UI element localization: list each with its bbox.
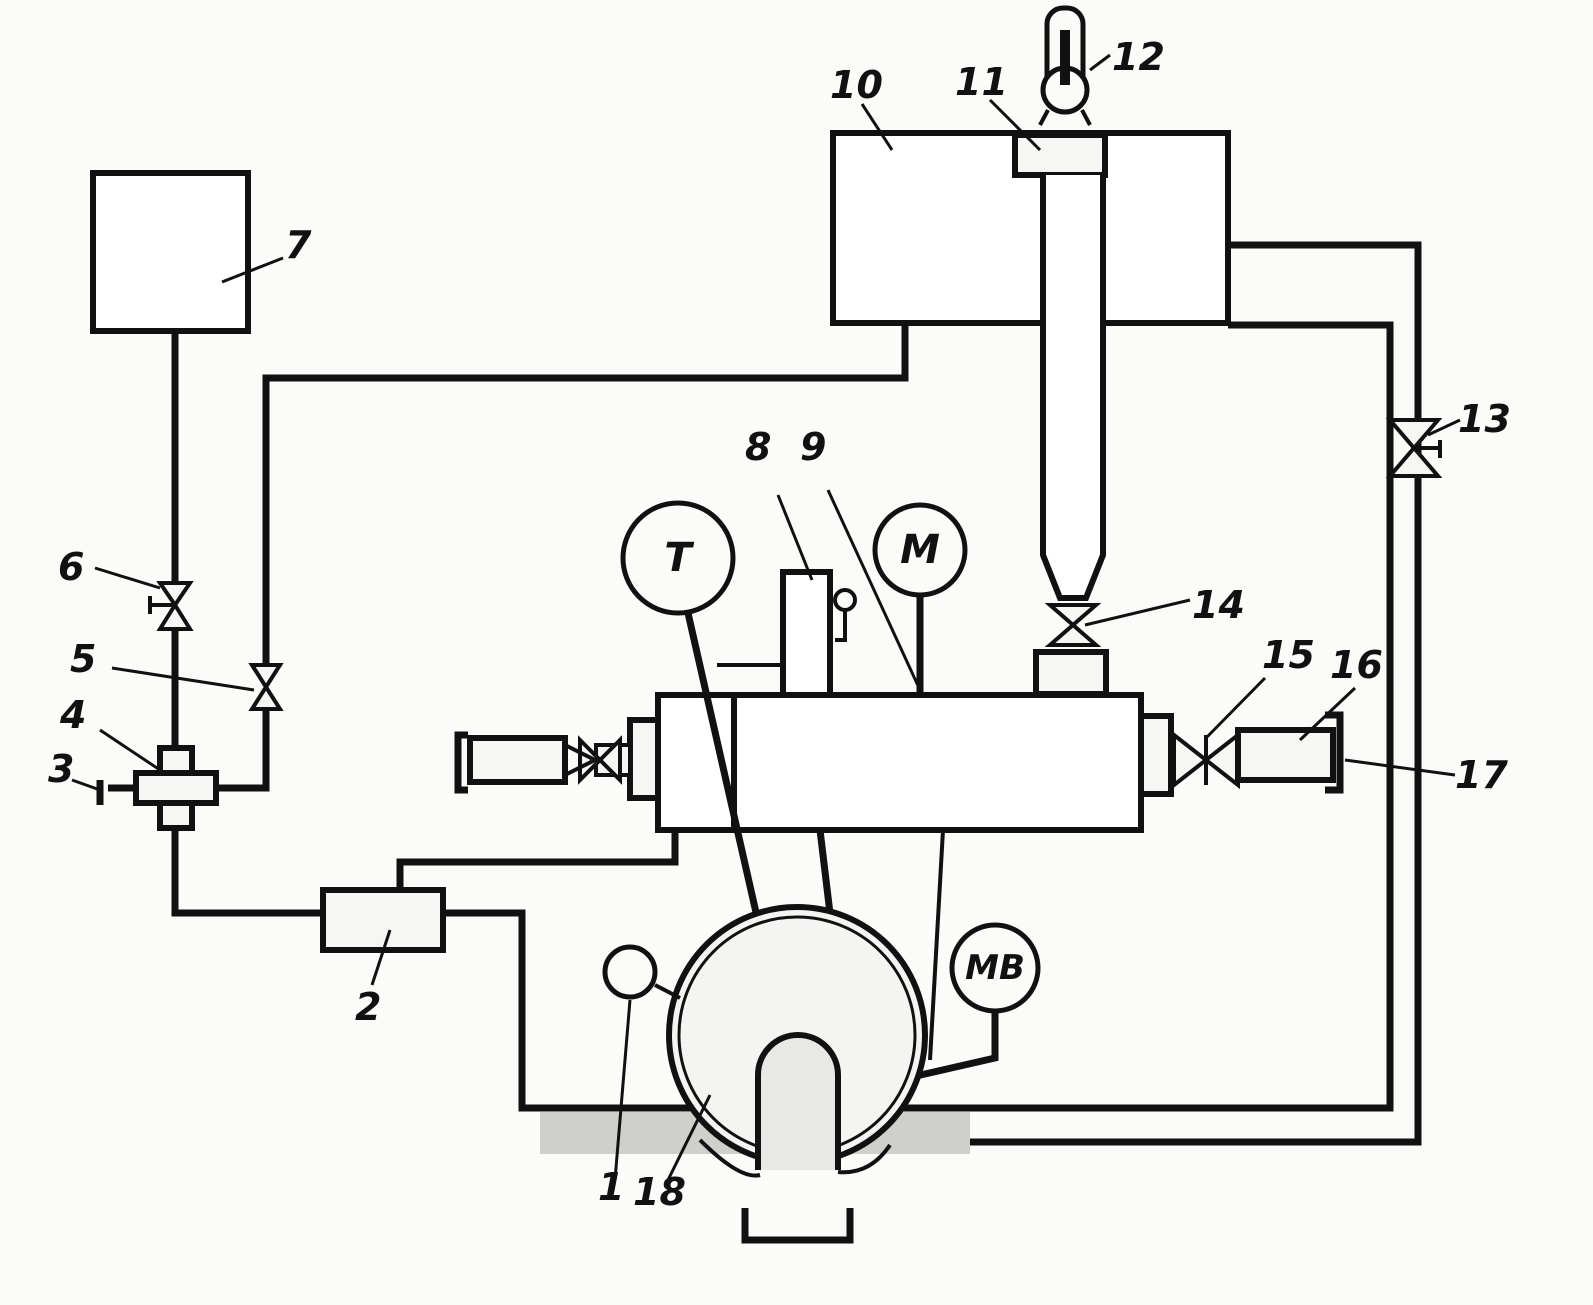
label-17: 17 xyxy=(1455,753,1508,797)
holder-17 xyxy=(1325,711,1344,794)
pipe-filter-cylinder xyxy=(396,830,679,890)
filter-2 xyxy=(320,887,446,953)
valve-6 xyxy=(148,581,194,631)
tap-3 xyxy=(96,780,136,805)
tube-adapter xyxy=(1033,649,1109,697)
pipe-cross-valve5 xyxy=(216,710,270,792)
label-3: 3 xyxy=(48,747,74,791)
tank-7 xyxy=(90,170,251,334)
label-4: 4 xyxy=(59,693,86,737)
label-2: 2 xyxy=(355,985,381,1029)
label-8: 8 xyxy=(745,425,771,469)
thermometer-gauge-t xyxy=(620,500,764,931)
pipe-return-loop xyxy=(443,321,1394,1112)
label-5: 5 xyxy=(70,637,96,681)
valve-5 xyxy=(248,663,284,711)
manometer-gauge-m xyxy=(872,502,968,695)
leader-lines xyxy=(71,53,1461,1181)
pump-18 xyxy=(540,904,970,1244)
pipe-cross-filter xyxy=(171,828,323,917)
gauge-mv-label: MB xyxy=(965,948,1025,988)
vacuum-gauge-mb xyxy=(889,922,1041,1086)
gauge-t-label: T xyxy=(664,535,694,581)
sample-cup-16 xyxy=(1235,727,1336,783)
fitting-11 xyxy=(1012,132,1108,178)
small-gauge-1 xyxy=(602,944,681,1000)
label-18: 18 xyxy=(633,1170,686,1214)
label-14: 14 xyxy=(1192,583,1245,627)
label-15: 15 xyxy=(1262,633,1315,677)
main-cylinder-9 xyxy=(655,692,1144,833)
pipe-valve5-reservoir xyxy=(262,325,909,665)
label-9: 9 xyxy=(800,425,826,469)
label-1: 1 xyxy=(598,1165,624,1209)
label-7: 7 xyxy=(285,223,312,267)
label-13: 13 xyxy=(1458,397,1511,441)
label-16: 16 xyxy=(1330,643,1383,687)
label-11: 11 xyxy=(955,60,1008,104)
valve-14 xyxy=(1044,603,1102,647)
pump-base xyxy=(741,1208,854,1244)
cross-fitting-4 xyxy=(133,745,219,831)
thermometer-12 xyxy=(1038,5,1092,126)
link-cylinder-pump-2 xyxy=(928,829,945,1061)
label-6: 6 xyxy=(58,545,84,589)
gauge-m-label: M xyxy=(900,527,940,573)
pipe-reservoir-valve13 xyxy=(835,241,1422,1146)
column-tube xyxy=(1040,175,1106,601)
valve-13 xyxy=(1385,418,1443,478)
left-end-assembly xyxy=(454,717,661,801)
bracket-8 xyxy=(717,569,857,698)
right-end-assembly xyxy=(1138,711,1344,797)
label-10: 10 xyxy=(830,63,883,107)
label-12: 12 xyxy=(1112,35,1165,79)
